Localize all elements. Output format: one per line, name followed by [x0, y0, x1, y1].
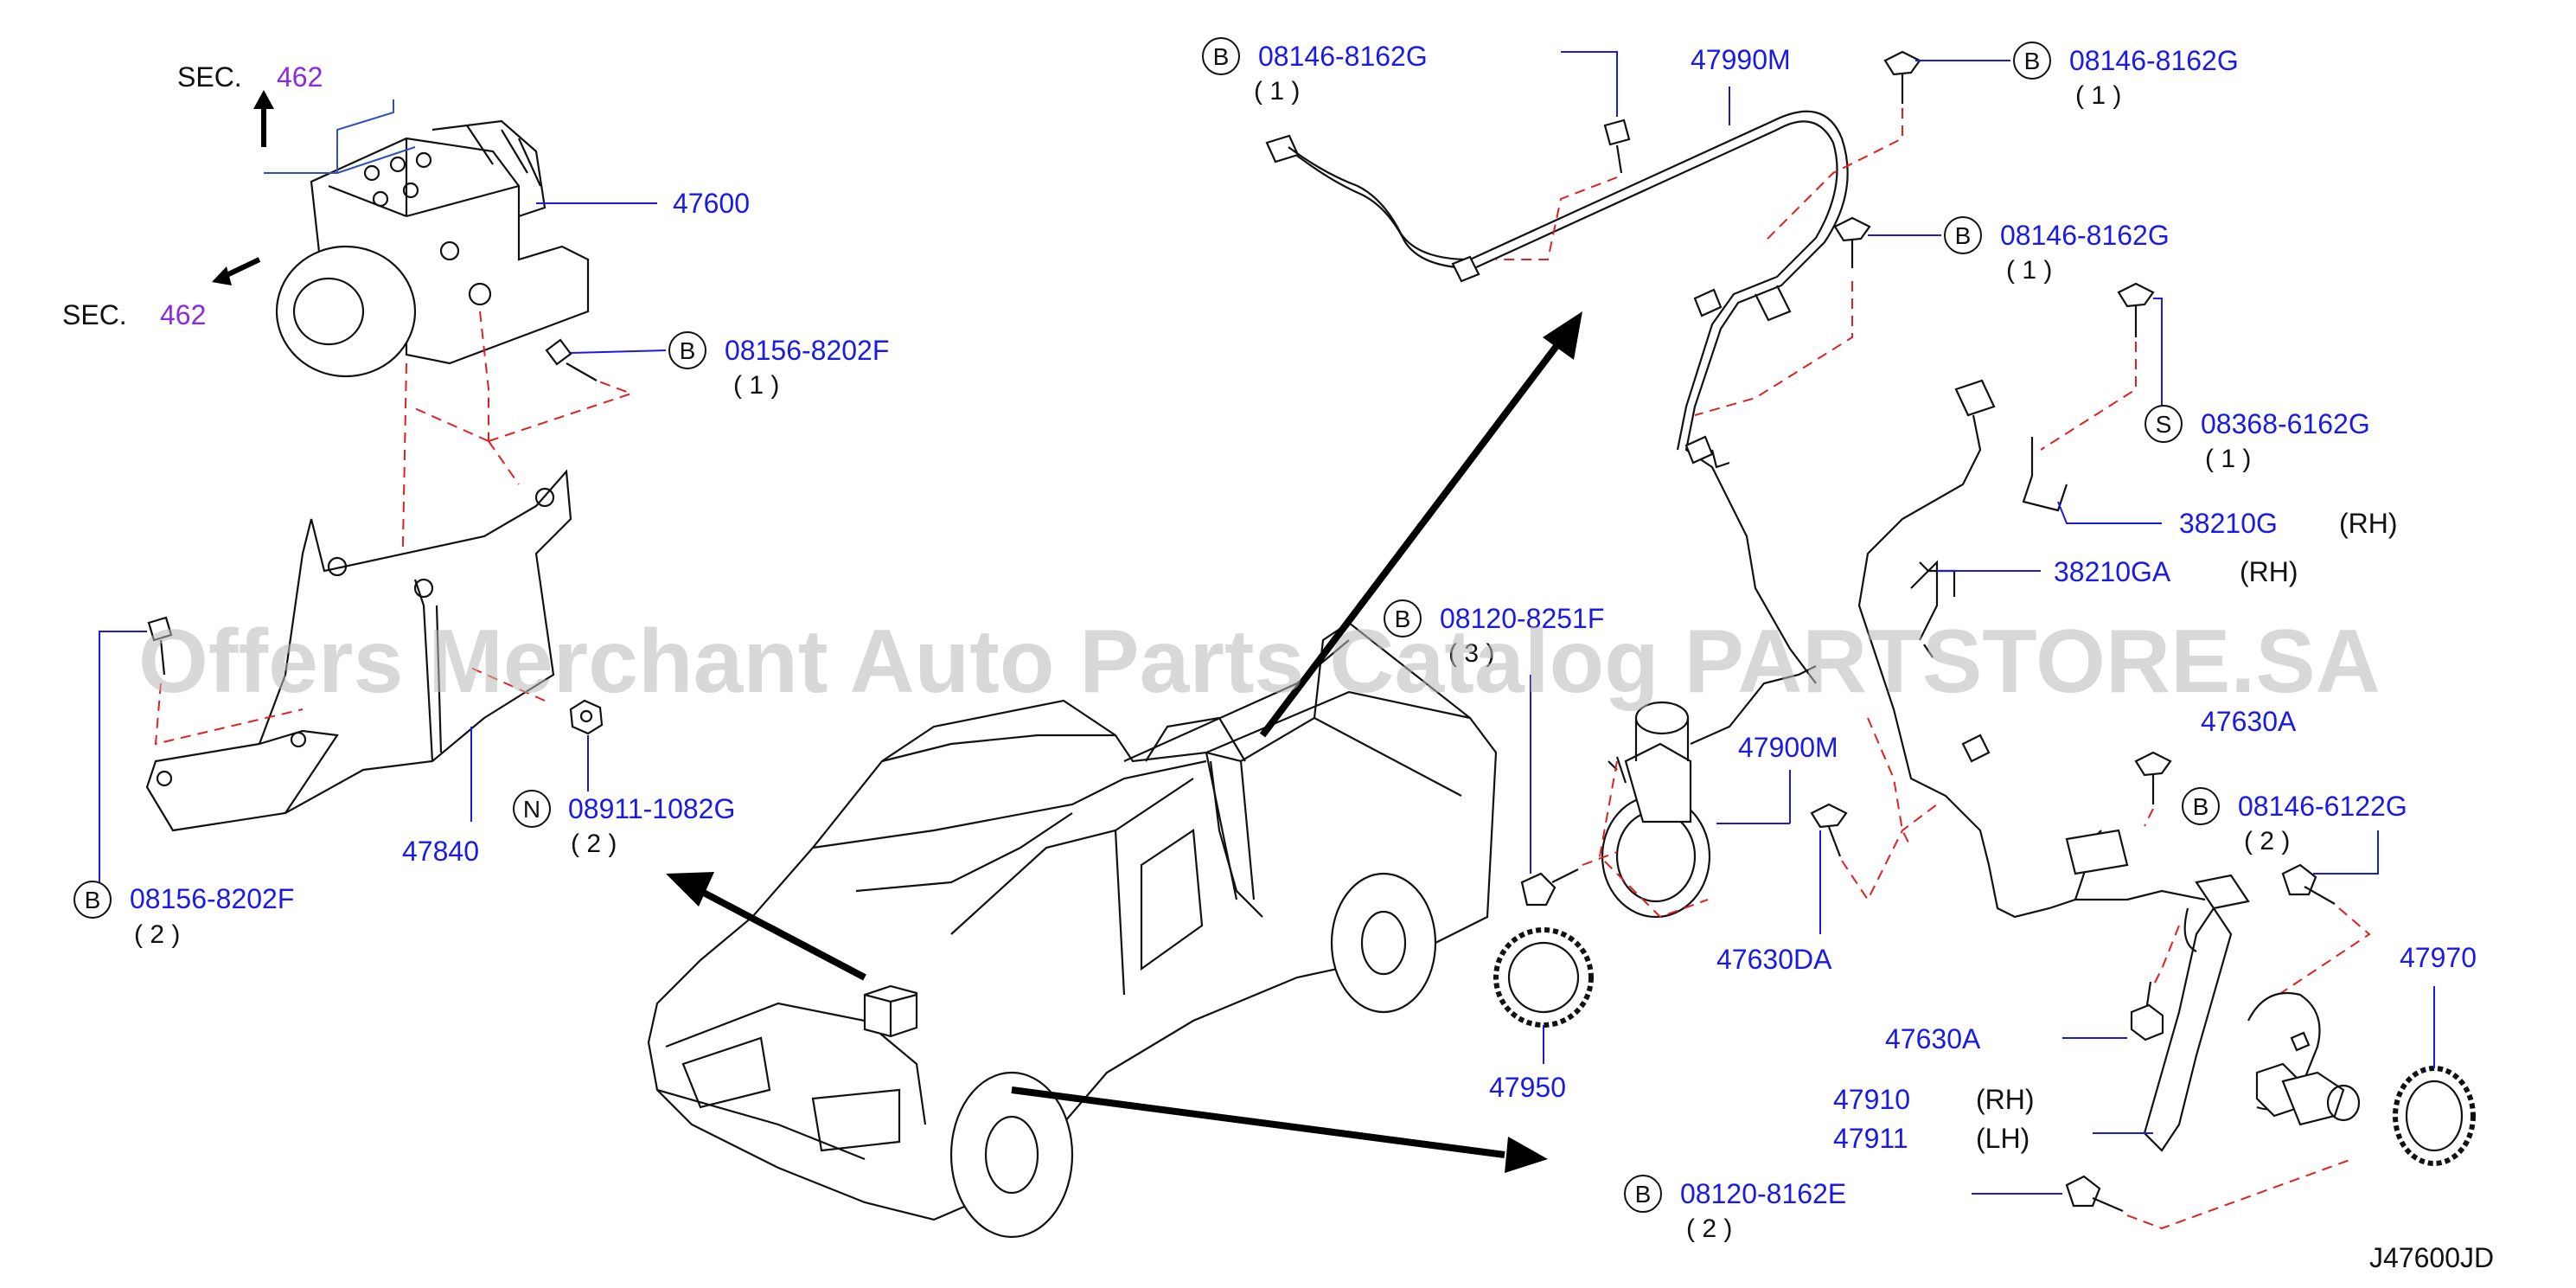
quantity: ( 2 ) — [2244, 827, 2290, 855]
fastener-mark: B — [680, 337, 696, 364]
part-number: 08156-8202F — [725, 335, 889, 366]
quantity: ( 1 ) — [2075, 81, 2121, 110]
abs-actuator-unit[interactable] — [275, 119, 590, 378]
fastener-mark: B — [2193, 793, 2209, 820]
part-number: 08146-8162G — [2000, 220, 2170, 251]
bolt-47630DA[interactable]: 47630DA — [1716, 803, 1938, 975]
quantity: ( 2 ) — [134, 920, 180, 949]
bolt-08156-8202F-lower[interactable]: B 08156-8202F ( 2 ) — [74, 616, 304, 949]
bracket-38210GA[interactable]: 38210GA (RH) — [1910, 556, 2298, 641]
fastener-mark: B — [1635, 1181, 1652, 1208]
side-indicator: (LH) — [1976, 1123, 2029, 1154]
section-number: 462 — [277, 61, 323, 93]
part-number: 38210G — [2179, 508, 2278, 539]
bolt-08146-6122G[interactable]: B 08146-6122G ( 2 ) — [2182, 787, 2407, 1004]
abs-bracket-47840[interactable]: 47840 — [145, 469, 572, 867]
side-indicator: (RH) — [2339, 508, 2398, 539]
fastener-mark: B — [2024, 48, 2041, 74]
quantity: ( 1 ) — [1254, 77, 1300, 106]
part-number: 08156-8202F — [130, 883, 294, 914]
part-number: 08146-8162G — [1258, 41, 1428, 72]
part-number: 47630DA — [1716, 944, 1832, 975]
part-number: 08146-8162G — [2069, 45, 2239, 76]
fastener-mark: B — [1955, 222, 1972, 249]
part-number: 47950 — [1489, 1072, 1566, 1103]
rear-sensor-harness[interactable] — [1857, 379, 2250, 919]
part-number: 47911 — [1833, 1123, 1908, 1154]
section-prefix: SEC. — [177, 61, 242, 93]
fastener-mark: B — [85, 887, 101, 913]
part-number: 47970 — [2400, 942, 2477, 973]
bolt-08156-8202F-upper[interactable]: B 08156-8202F ( 1 ) — [545, 331, 889, 400]
nut-08911-1082G[interactable]: N 08911-1082G ( 2 ) — [513, 699, 735, 858]
part-number: 47900M — [1738, 732, 1838, 763]
part-number: 08368-6162G — [2201, 408, 2370, 439]
part-number: 47600 — [673, 188, 750, 219]
part-number: 08120-8251F — [1440, 603, 1604, 634]
part-number: 08146-6122G — [2238, 791, 2407, 822]
bracket-38210G[interactable]: 38210G (RH) — [2022, 437, 2398, 539]
part-number: 08911-1082G — [568, 793, 735, 824]
bolt-08120-8251F[interactable]: B 08120-8251F ( 3 ) — [1384, 599, 1618, 907]
side-indicator: (RH) — [2240, 556, 2298, 587]
bolt-08146-8162G-c[interactable]: B 08146-8162G ( 1 ) — [1694, 216, 2170, 416]
part-number: 47630A — [2201, 706, 2297, 737]
part-number: 47630A — [1885, 1023, 1981, 1054]
bolt-08146-8162G-a[interactable]: B 08146-8162G ( 1 ) — [1202, 37, 1631, 260]
fastener-mark: S — [2156, 411, 2172, 438]
pickup-truck-illustration — [647, 621, 1498, 1239]
quantity: ( 2 ) — [571, 830, 617, 858]
rear-wheel-sensor-47910-47911[interactable]: 47910 (RH) 47911 (LH) — [1833, 907, 2361, 1154]
part-number: 08120-8162E — [1680, 1178, 1846, 1209]
bolt-08120-8162E[interactable]: B 08120-8162E ( 2 ) — [1624, 1158, 2353, 1243]
diagram-code: J47600JD — [2369, 1242, 2494, 1273]
quantity: ( 1 ) — [2006, 256, 2052, 285]
section-number: 462 — [160, 299, 206, 330]
sensor-rotor-47950[interactable]: 47950 — [1489, 927, 1594, 1103]
section-reference-lower[interactable]: SEC. 462 — [62, 257, 261, 330]
location-arrows — [666, 311, 1582, 1173]
quantity: ( 3 ) — [1448, 639, 1494, 668]
quantity: ( 1 ) — [2205, 445, 2251, 473]
bolt-08368-6162G[interactable]: S 08368-6162G ( 1 ) — [2040, 282, 2370, 473]
nut-47630A-lower[interactable]: 47630A — [1885, 981, 2164, 1054]
fastener-mark: B — [1213, 43, 1230, 70]
callout-47600[interactable]: 47600 — [536, 188, 750, 219]
fastener-mark: N — [523, 796, 540, 823]
sensor-rotor-47970[interactable]: 47970 — [2393, 942, 2477, 1166]
part-number: 38210GA — [2054, 556, 2171, 587]
bolt-08146-8162G-b[interactable]: B 08146-8162G ( 1 ) — [1763, 42, 2239, 243]
quantity: ( 1 ) — [733, 371, 779, 400]
quantity: ( 2 ) — [1686, 1214, 1732, 1243]
part-number: 47990M — [1691, 44, 1791, 75]
part-number: 47910 — [1833, 1084, 1910, 1115]
watermark-text: Offers Merchant Auto Parts Catalog PARTS… — [138, 612, 2381, 712]
sensor-harness-47990M[interactable]: 47990M — [1265, 44, 1849, 684]
side-indicator: (RH) — [1976, 1084, 2035, 1115]
bolt-47630A-upper[interactable]: 47630A — [2134, 706, 2297, 827]
fastener-mark: B — [1395, 606, 1411, 632]
section-reference-upper[interactable]: SEC. 462 — [177, 61, 416, 174]
part-number: 47840 — [402, 836, 479, 867]
section-prefix: SEC. — [62, 299, 127, 330]
